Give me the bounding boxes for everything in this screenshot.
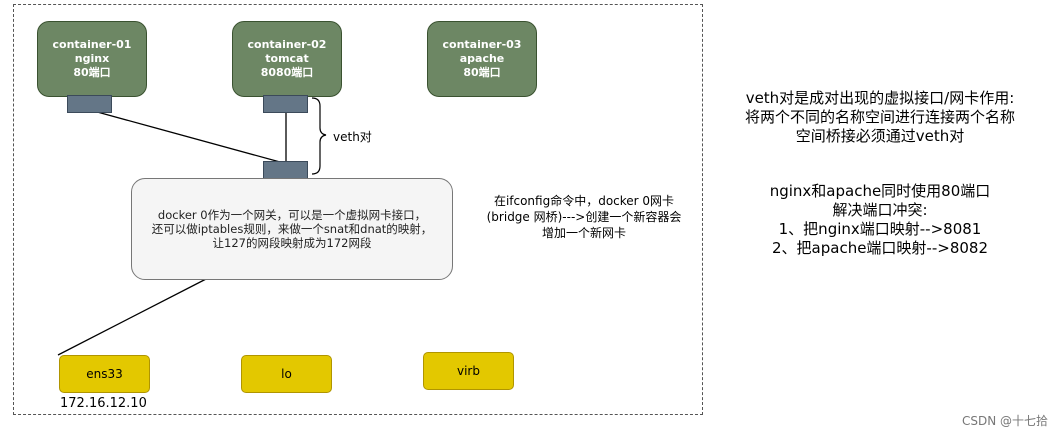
side-line: 空间桥接必须通过veth对 <box>795 127 965 145</box>
container-app: tomcat <box>265 52 309 65</box>
side-line: 2、把apache端口映射-->8082 <box>772 239 988 257</box>
note-line: 在ifconfig命令中，docker 0网卡 <box>493 194 675 208</box>
nic-lo: lo <box>241 355 332 393</box>
bridge-text-line: 让127的网段映射成为172网段 <box>212 236 372 250</box>
container-port: 8080端口 <box>260 66 314 79</box>
container-03: container-03 apache 80端口 <box>427 21 537 97</box>
bridge-text-line: docker 0作为一个网关，可以是一个虚拟网卡接口， <box>157 208 427 222</box>
container-app: nginx <box>74 52 110 65</box>
veth-link-container-01 <box>89 109 281 163</box>
container-app: apache <box>459 52 505 65</box>
veth-brace <box>311 97 327 175</box>
nic-ens33: ens33 <box>59 355 150 393</box>
container-port: 80端口 <box>463 66 501 79</box>
container-name: container-03 <box>442 38 522 51</box>
note-line: (bridge 网桥)--->创建一个新容器会 <box>486 210 682 224</box>
side-line: veth对是成对出现的虚拟接口/网卡作用: <box>745 89 1015 107</box>
port-conflict-note: nginx和apache同时使用80端口 解决端口冲突: 1、把nginx端口映… <box>702 182 1058 258</box>
side-line: 将两个不同的名称空间进行连接两个名称 <box>744 108 1015 126</box>
bridge-to-ens33-link <box>57 277 209 356</box>
side-line: 解决端口冲突: <box>832 201 928 219</box>
container-02: container-02 tomcat 8080端口 <box>232 21 342 97</box>
side-line: nginx和apache同时使用80端口 <box>769 182 991 200</box>
note-line: 增加一个新网卡 <box>541 226 626 240</box>
veth-label: veth对 <box>333 130 372 144</box>
side-line: 1、把nginx端口映射-->8081 <box>778 220 982 238</box>
ens33-ip: 172.16.12.10 <box>60 396 147 411</box>
watermark: CSDN @十七拾 <box>961 414 1048 428</box>
container-name: container-01 <box>52 38 132 51</box>
container-port: 80端口 <box>73 66 111 79</box>
veth-port-bridge <box>263 161 308 179</box>
container-01: container-01 nginx 80端口 <box>37 21 147 97</box>
veth-port-container-01 <box>67 95 112 113</box>
nic-virb: virb <box>423 352 514 390</box>
ifconfig-note: 在ifconfig命令中，docker 0网卡 (bridge 网桥)--->创… <box>470 193 698 241</box>
docker0-bridge: docker 0作为一个网关，可以是一个虚拟网卡接口， 还可以做iptables… <box>131 178 453 280</box>
diagram-frame <box>13 4 703 415</box>
container-name: container-02 <box>247 38 327 51</box>
bridge-text-line: 还可以做iptables规则，来做一个snat和dnat的映射， <box>151 222 433 236</box>
veth-explanation: veth对是成对出现的虚拟接口/网卡作用: 将两个不同的名称空间进行连接两个名称… <box>702 89 1058 146</box>
veth-port-container-02 <box>263 95 308 113</box>
